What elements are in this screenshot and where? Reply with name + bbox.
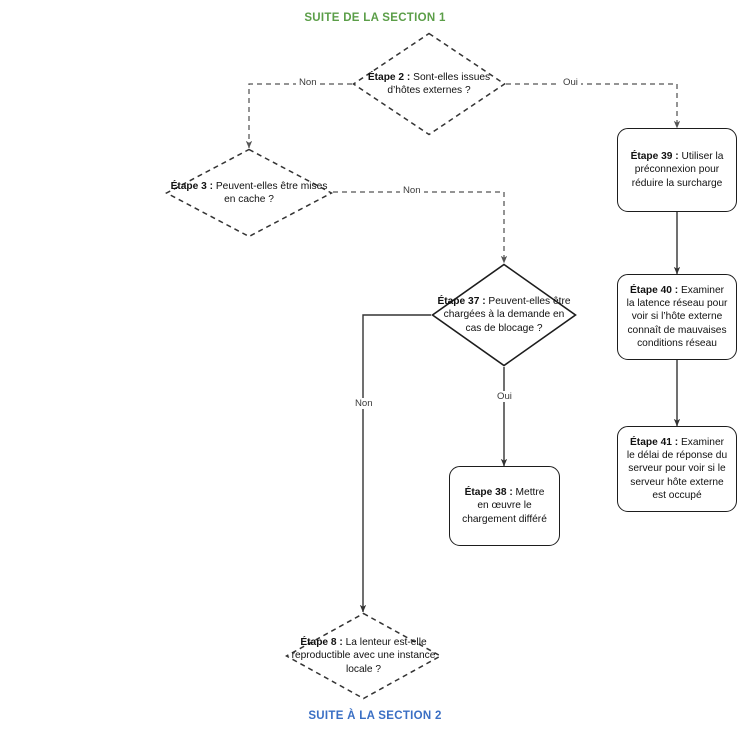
node-etape41-text: Étape 41 : Examiner le délai de réponse … bbox=[626, 436, 728, 502]
edge-label-etape37-oui: Oui bbox=[494, 391, 515, 402]
node-etape40-text: Étape 40 : Examiner la latence réseau po… bbox=[626, 284, 728, 350]
node-etape37-text: Étape 37 : Peuvent-elles être chargées à… bbox=[431, 295, 577, 335]
node-etape39-text: Étape 39 : Utiliser la préconnexion pour… bbox=[626, 150, 728, 190]
node-etape41-body: Examiner le délai de réponse du serveur … bbox=[626, 436, 728, 501]
node-etape2-text: Étape 2 : Sont-elles issues d’hôtes exte… bbox=[352, 71, 506, 97]
node-etape8-text: Étape 8 : La lenteur est-elle reproducti… bbox=[285, 636, 442, 676]
node-etape40-step: Étape 40 : bbox=[630, 284, 679, 296]
etape3-diamond-shape bbox=[165, 148, 333, 238]
edge-etape3-non-to-etape37 bbox=[333, 191, 508, 264]
node-etape38-text: Étape 38 : Mettre en œuvre le chargement… bbox=[458, 486, 551, 526]
etape8-diamond-shape bbox=[285, 612, 442, 700]
node-etape41[interactable]: Étape 41 : Examiner le délai de réponse … bbox=[617, 426, 737, 512]
node-etape40-body: Examiner la latence réseau pour voir si … bbox=[626, 284, 728, 349]
node-etape3[interactable]: Étape 3 : Peuvent-elles être mises en ca… bbox=[165, 148, 333, 238]
node-etape38[interactable]: Étape 38 : Mettre en œuvre le chargement… bbox=[449, 466, 560, 546]
node-etape2[interactable]: Étape 2 : Sont-elles issues d’hôtes exte… bbox=[352, 32, 506, 136]
node-etape37[interactable]: Étape 37 : Peuvent-elles être chargées à… bbox=[431, 263, 577, 367]
node-etape8-body: La lenteur est-elle reproductible avec u… bbox=[291, 637, 436, 675]
node-etape41-step: Étape 41 : bbox=[630, 436, 679, 448]
edge-label-etape3-non: Non bbox=[400, 185, 424, 196]
node-etape38-body: Mettre en œuvre le chargement différé bbox=[462, 487, 547, 525]
edge-label-etape2-oui: Oui bbox=[560, 77, 581, 88]
section-header-label: SUITE DE LA SECTION 1 bbox=[304, 12, 446, 24]
node-etape3-body: Peuvent-elles être mises en cache ? bbox=[213, 180, 328, 205]
node-etape40[interactable]: Étape 40 : Examiner la latence réseau po… bbox=[617, 274, 737, 360]
edge-etape2-non-to-etape3 bbox=[245, 83, 352, 149]
node-etape2-body: Sont-elles issues d’hôtes externes ? bbox=[387, 71, 491, 96]
edge-etape37-non-to-etape8 bbox=[359, 314, 431, 613]
node-etape39[interactable]: Étape 39 : Utiliser la préconnexion pour… bbox=[617, 128, 737, 212]
node-etape8[interactable]: Étape 8 : La lenteur est-elle reproducti… bbox=[285, 612, 442, 700]
edge-label-etape2-non: Non bbox=[296, 77, 320, 88]
node-etape37-body: Peuvent-elles être chargées à la demande… bbox=[443, 296, 571, 334]
etape37-diamond-shape bbox=[431, 263, 577, 367]
edge-etape2-oui-to-etape39 bbox=[506, 83, 681, 129]
node-etape3-text: Étape 3 : Peuvent-elles être mises en ca… bbox=[165, 180, 333, 206]
etape2-diamond-shape bbox=[352, 32, 506, 136]
section-footer-label: SUITE À LA SECTION 2 bbox=[308, 710, 442, 722]
node-etape37-step: Étape 37 : bbox=[437, 296, 486, 308]
node-etape2-step: Étape 2 : bbox=[367, 71, 411, 83]
node-etape38-step: Étape 38 : bbox=[464, 487, 513, 499]
edge-label-etape37-non: Non bbox=[352, 398, 376, 409]
node-etape39-body: Utiliser la préconnexion pour réduire la… bbox=[631, 151, 724, 189]
node-etape3-step: Étape 3 : bbox=[170, 180, 214, 192]
node-etape8-step: Étape 8 : bbox=[300, 637, 343, 649]
node-etape39-step: Étape 39 : bbox=[630, 151, 679, 163]
